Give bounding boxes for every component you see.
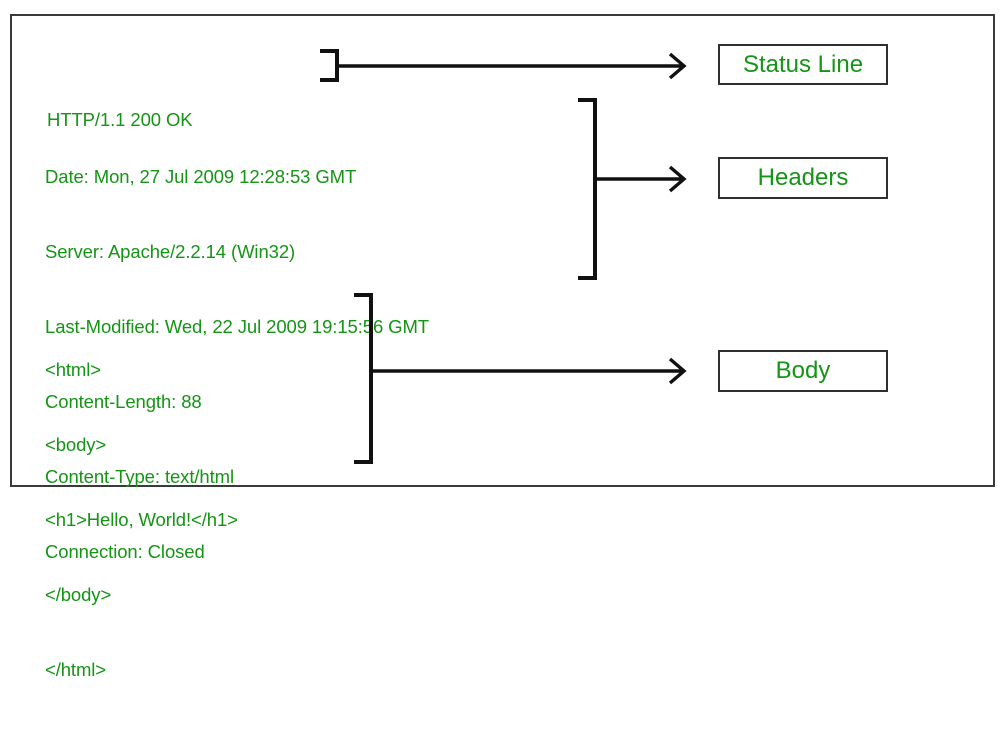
header-line-server: Server: Apache/2.2.14 (Win32) [45, 241, 296, 262]
header-line-content-type: Content-Type: text/html [45, 466, 234, 487]
status-line-text: HTTP/1.1 200 OK [47, 57, 193, 182]
body-line-html-open: <html> [45, 359, 101, 380]
header-line-date: Date: Mon, 27 Jul 2009 12:28:53 GMT [45, 166, 357, 187]
label-box-status-line[interactable]: Status Line [718, 44, 888, 85]
diagram-canvas: HTTP/1.1 200 OK Date: Mon, 27 Jul 2009 1… [10, 14, 995, 680]
body-line-h1: <h1>Hello, World!</h1> [45, 509, 238, 530]
label-box-body-text: Body [775, 357, 831, 384]
body-line-html-close: </html> [45, 659, 106, 680]
diagram-outer-frame [10, 14, 995, 487]
header-line-content-length: Content-Length: 88 [45, 391, 202, 412]
label-box-headers-text: Headers [757, 164, 849, 191]
body-line-body-close: </body> [45, 584, 112, 605]
body-text-block: <html> <body> <h1>Hello, World!</h1> </b… [45, 307, 238, 732]
status-line-row: HTTP/1.1 200 OK [47, 109, 193, 130]
label-box-headers[interactable]: Headers [718, 157, 888, 199]
label-box-body[interactable]: Body [718, 350, 888, 392]
header-line-last-modified: Last-Modified: Wed, 22 Jul 2009 19:15:56… [45, 316, 429, 337]
body-line-body-open: <body> [45, 434, 107, 455]
label-box-status-line-text: Status Line [742, 50, 864, 78]
